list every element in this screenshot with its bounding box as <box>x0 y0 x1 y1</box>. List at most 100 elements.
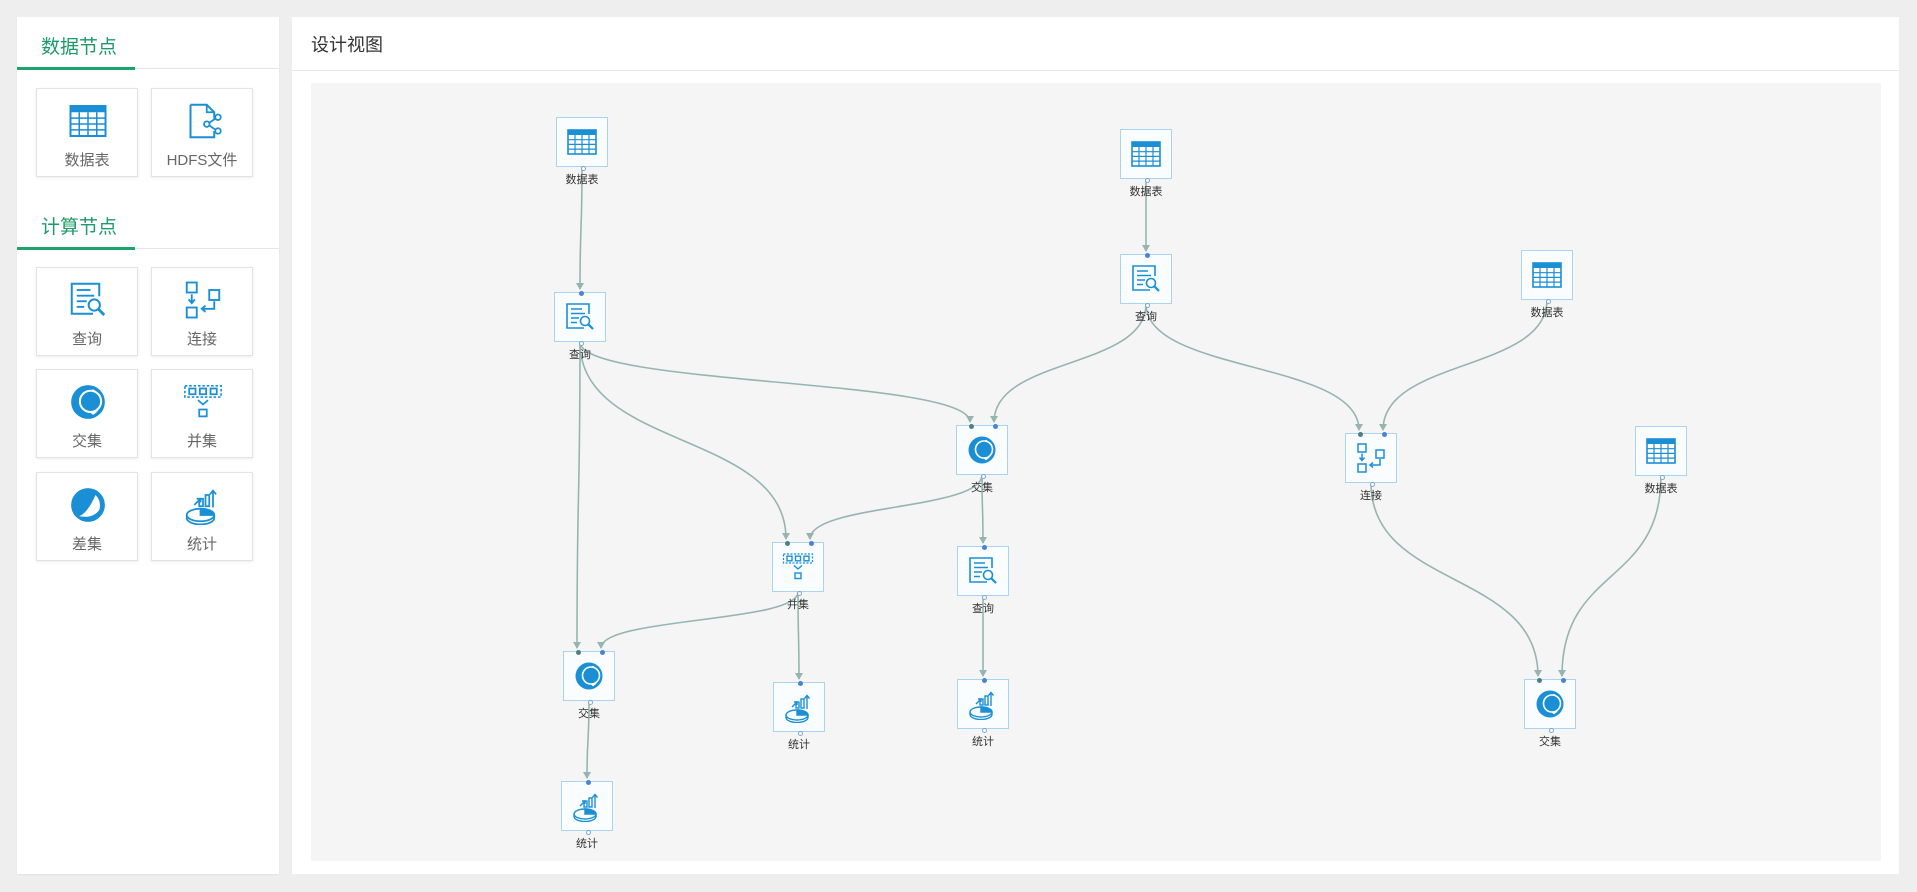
page-title: 设计视图 <box>311 35 383 55</box>
node-port[interactable] <box>992 423 998 429</box>
join-icon <box>1355 442 1387 474</box>
node-port[interactable] <box>575 649 581 655</box>
join-icon <box>183 280 223 320</box>
graph-node-query[interactable]: 查询 <box>554 290 606 361</box>
palette-tool-join[interactable]: 连接 <box>151 267 253 356</box>
graph-node-statistics[interactable]: 统计 <box>561 779 613 850</box>
graph-node-table[interactable]: 数据表 <box>556 117 608 186</box>
node-port[interactable] <box>797 680 803 686</box>
node-port[interactable] <box>599 649 605 655</box>
node-port[interactable] <box>1560 677 1566 683</box>
node-port[interactable] <box>1144 302 1150 308</box>
node-port[interactable] <box>981 594 987 600</box>
node-label: 交集 <box>1539 736 1561 748</box>
union-icon <box>183 382 223 422</box>
node-port[interactable] <box>585 779 591 785</box>
node-port[interactable] <box>578 290 584 296</box>
node-port[interactable] <box>587 699 593 705</box>
node-port[interactable] <box>1357 431 1363 437</box>
node-label: 并集 <box>787 599 809 611</box>
intersect-icon <box>68 382 108 422</box>
node-port[interactable] <box>784 540 790 546</box>
node-port[interactable] <box>796 590 802 596</box>
node-port[interactable] <box>1545 298 1551 304</box>
graph-node-intersect[interactable]: 交集 <box>563 649 615 720</box>
node-port[interactable] <box>1381 431 1387 437</box>
node-label: 统计 <box>972 736 994 748</box>
statistics-icon <box>783 691 815 724</box>
node-port[interactable] <box>980 473 986 479</box>
section-header-data-nodes: 数据节点 <box>17 17 279 70</box>
node-port[interactable] <box>808 540 814 546</box>
palette-tool-label: 差集 <box>71 536 102 553</box>
palette-tool-hdfs-file[interactable]: HDFS文件 <box>151 88 253 177</box>
section-header-compute-nodes: 计算节点 <box>17 197 279 250</box>
palette-tool-label: 并集 <box>186 433 217 450</box>
graph-node-join[interactable]: 连接 <box>1345 431 1397 502</box>
node-port[interactable] <box>797 730 803 736</box>
statistics-icon <box>183 485 223 526</box>
graph-node-table[interactable]: 数据表 <box>1521 250 1573 319</box>
section-title-compute-nodes: 计算节点 <box>17 210 135 250</box>
node-port[interactable] <box>1144 177 1150 183</box>
node-label: 数据表 <box>565 174 599 186</box>
query-icon <box>967 555 999 587</box>
palette-tool-label: 数据表 <box>64 152 110 169</box>
table-icon <box>566 126 598 158</box>
node-port[interactable] <box>1548 727 1554 733</box>
difference-icon <box>68 485 108 525</box>
node-palette: 数据节点 数据表 HDFS文件 计算节点 查询 连接 交集 并集 差集 统 <box>17 17 279 874</box>
palette-tool-label: 统计 <box>186 536 217 553</box>
node-label: 统计 <box>576 838 598 850</box>
node-port[interactable] <box>1369 481 1375 487</box>
graph-node-statistics[interactable]: 统计 <box>957 677 1009 748</box>
section-title-data-nodes: 数据节点 <box>17 30 135 70</box>
palette-tool-statistics[interactable]: 统计 <box>151 472 253 561</box>
graph-edge <box>579 341 974 423</box>
query-icon <box>1130 263 1162 295</box>
palette-tool-table[interactable]: 数据表 <box>36 88 138 177</box>
intersect-icon <box>573 660 605 692</box>
node-label: 数据表 <box>1129 186 1163 198</box>
intersect-icon <box>966 434 998 466</box>
graph-node-statistics[interactable]: 统计 <box>773 680 825 751</box>
palette-tool-query[interactable]: 查询 <box>36 267 138 356</box>
statistics-icon <box>571 790 603 823</box>
table-icon <box>1531 259 1563 291</box>
graph-edge <box>1558 475 1662 677</box>
palette-tool-difference[interactable]: 差集 <box>36 472 138 561</box>
graph-node-union[interactable]: 并集 <box>772 540 824 611</box>
graph-node-table[interactable]: 数据表 <box>1120 129 1172 198</box>
node-label: 连接 <box>1360 490 1382 502</box>
graph-edge <box>1370 482 1542 677</box>
graph-node-intersect[interactable]: 交集 <box>956 423 1008 494</box>
palette-tool-label: 交集 <box>71 433 102 450</box>
node-port[interactable] <box>981 544 987 550</box>
design-view-header: 设计视图 <box>292 17 1899 71</box>
node-port[interactable] <box>1536 677 1542 683</box>
node-port[interactable] <box>1659 474 1665 480</box>
graph-node-table[interactable]: 数据表 <box>1635 426 1687 495</box>
graph-node-query[interactable]: 查询 <box>1120 252 1172 323</box>
node-port[interactable] <box>968 423 974 429</box>
palette-tool-union[interactable]: 并集 <box>151 369 253 458</box>
node-port[interactable] <box>585 829 591 835</box>
node-label: 交集 <box>971 482 993 494</box>
palette-tool-intersect[interactable]: 交集 <box>36 369 138 458</box>
node-port[interactable] <box>1144 252 1150 258</box>
palette-tool-label: HDFS文件 <box>166 152 238 169</box>
table-icon <box>1645 435 1677 467</box>
node-label: 统计 <box>788 739 810 751</box>
node-port[interactable] <box>580 165 586 171</box>
node-label: 查询 <box>1135 311 1157 323</box>
node-port[interactable] <box>981 727 987 733</box>
node-label: 数据表 <box>1644 483 1678 495</box>
node-label: 交集 <box>578 708 600 720</box>
design-view-panel: 设计视图 数据表 查询 数据表 查询 <box>292 17 1899 874</box>
graph-node-intersect[interactable]: 交集 <box>1524 677 1576 748</box>
node-port[interactable] <box>578 340 584 346</box>
palette-tool-label: 连接 <box>186 331 217 348</box>
graph-node-query[interactable]: 查询 <box>957 544 1009 615</box>
design-canvas[interactable]: 数据表 查询 数据表 查询 数据表 交集 连接 <box>311 83 1881 861</box>
node-port[interactable] <box>981 677 987 683</box>
